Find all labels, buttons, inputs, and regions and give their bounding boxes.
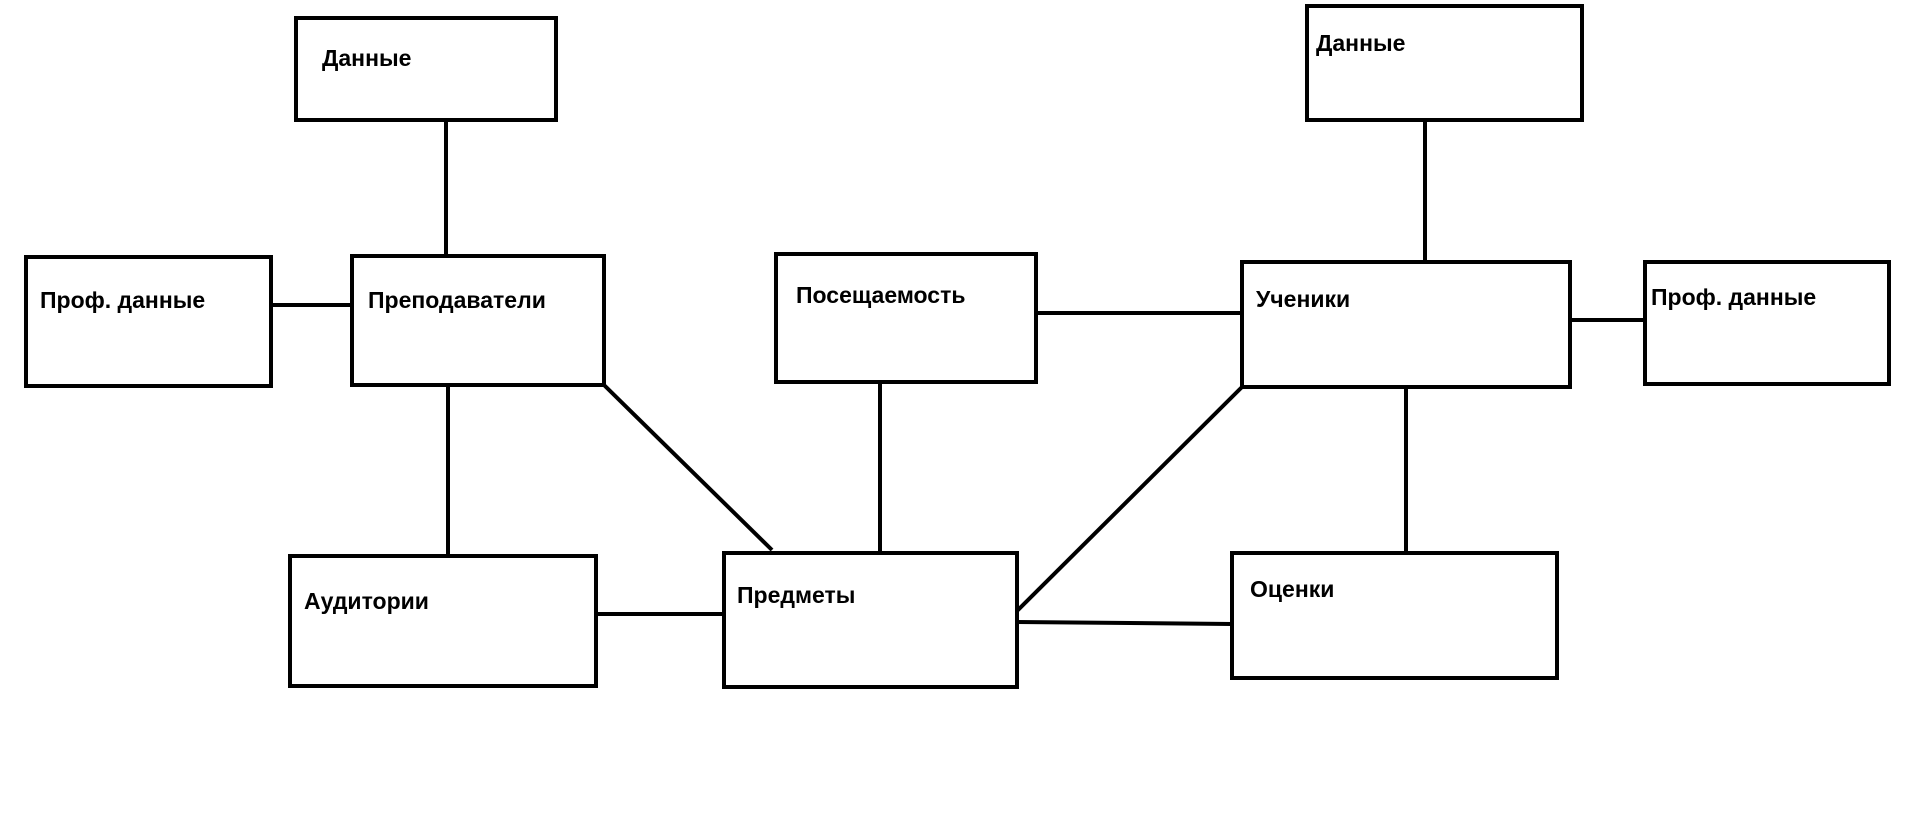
box-classrooms: Аудитории xyxy=(288,554,598,688)
box-label: Посещаемость xyxy=(796,282,965,308)
box-label: Данные xyxy=(1316,30,1405,56)
box-students-prof-data: Проф. данные xyxy=(1643,260,1891,386)
box-grades: Оценки xyxy=(1230,551,1559,680)
connector-students-to-subjects xyxy=(1015,385,1244,613)
box-label: Предметы xyxy=(737,582,855,608)
box-attendance: Посещаемость xyxy=(774,252,1038,384)
box-label: Преподаватели xyxy=(368,287,546,313)
box-label: Аудитории xyxy=(304,588,429,614)
box-subjects: Предметы xyxy=(722,551,1019,689)
box-students-data: Данные xyxy=(1305,4,1584,122)
box-students: Ученики xyxy=(1240,260,1572,389)
box-label: Данные xyxy=(322,45,411,71)
box-label: Оценки xyxy=(1250,576,1334,602)
connectors xyxy=(271,120,1645,626)
box-label: Ученики xyxy=(1256,286,1350,312)
connector-teachers-to-subjects xyxy=(602,383,774,552)
box-teachers-data: Данные xyxy=(294,16,558,122)
connector-subjects-to-grades xyxy=(1016,620,1233,626)
box-teachers-prof-data: Проф. данные xyxy=(24,255,273,388)
box-label: Проф. данные xyxy=(1651,284,1816,310)
box-label: Проф. данные xyxy=(40,287,205,313)
box-teachers: Преподаватели xyxy=(350,254,606,387)
